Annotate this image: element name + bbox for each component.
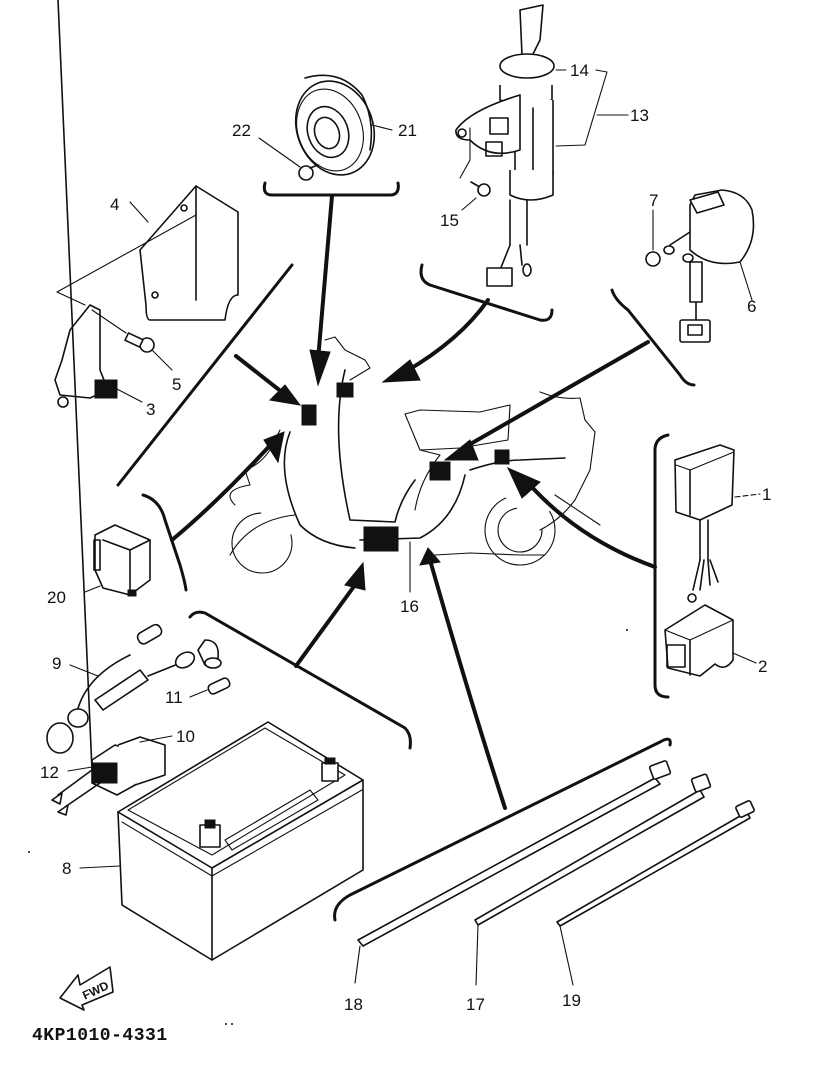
bracket-horn (262, 181, 400, 197)
callout-11: 11 (165, 688, 183, 707)
callout-17: 17 (466, 995, 485, 1014)
fwd-direction-icon: FWD (59, 966, 114, 1011)
bracket-4-part (56, 185, 239, 321)
arrowhead (419, 547, 441, 566)
arrow-line-relay (170, 438, 277, 542)
arrowhead (506, 467, 541, 499)
callout-16: 16 (400, 597, 419, 616)
callout-6: 6 (747, 297, 756, 316)
callout-20: 20 (47, 588, 66, 607)
fuse-holder-10-12-part (51, 0, 173, 816)
arrowhead (309, 349, 331, 387)
control-unit-1-part (674, 444, 761, 603)
cable-tie-19-part (556, 800, 755, 986)
scooter-outline (229, 336, 601, 593)
diagram-code: 4KP1010-4331 (32, 1026, 168, 1046)
screw-15-part (459, 127, 491, 211)
arrowhead (263, 431, 285, 464)
callout-2: 2 (758, 657, 767, 676)
cable-tie-17-part (474, 773, 712, 986)
screw-22-part (258, 137, 319, 181)
callout-7: 7 (649, 191, 658, 210)
bolt-5-part (91, 309, 173, 371)
callout-8: 8 (62, 859, 71, 878)
arrowhead (268, 384, 302, 406)
arrowhead (381, 359, 421, 383)
arrowhead (443, 439, 479, 461)
callout-19: 19 (562, 991, 581, 1010)
arrow-line-cable-ties (428, 558, 507, 810)
arrow-line-control-unit (528, 483, 657, 569)
callout-13: 13 (630, 106, 649, 125)
callout-12: 12 (40, 763, 59, 782)
callout-1: 1 (762, 485, 771, 504)
relay-20-part (84, 524, 151, 597)
arrow-line-horn (316, 194, 334, 362)
rectifier-3-part (54, 304, 143, 408)
arrow-line-battery (294, 583, 357, 668)
arrow-line-main-switch (403, 298, 490, 374)
callout-10: 10 (176, 727, 195, 746)
arrowhead (344, 561, 366, 591)
fuse-11-part (189, 677, 231, 698)
nut-7-part (645, 209, 661, 267)
battery-8-part (79, 721, 364, 961)
callout-4: 4 (110, 195, 119, 214)
callout-3: 3 (146, 400, 155, 419)
bracket-control-unit (653, 433, 670, 699)
callout-18: 18 (344, 995, 363, 1014)
unit-cover-2-part (664, 604, 757, 677)
callout-9: 9 (52, 654, 61, 673)
callout-14: 14 (570, 61, 589, 80)
horn-part (294, 74, 393, 176)
bracket-battery (188, 610, 412, 750)
callout-21: 21 (398, 121, 417, 140)
bracket-rectifier (116, 263, 294, 487)
leader-13-14 (555, 69, 608, 147)
callout-15: 15 (440, 211, 459, 230)
bracket-relay (141, 493, 188, 592)
bracket-starter-relay (610, 288, 696, 387)
battery-lead-9-part (46, 623, 222, 754)
bracket-cable-ties (333, 737, 672, 922)
callout-22: 22 (232, 121, 251, 140)
main-switch-part (455, 4, 555, 287)
callout-5: 5 (172, 375, 181, 394)
starter-relay-part (663, 189, 755, 343)
cable-tie-18-part (354, 760, 672, 984)
